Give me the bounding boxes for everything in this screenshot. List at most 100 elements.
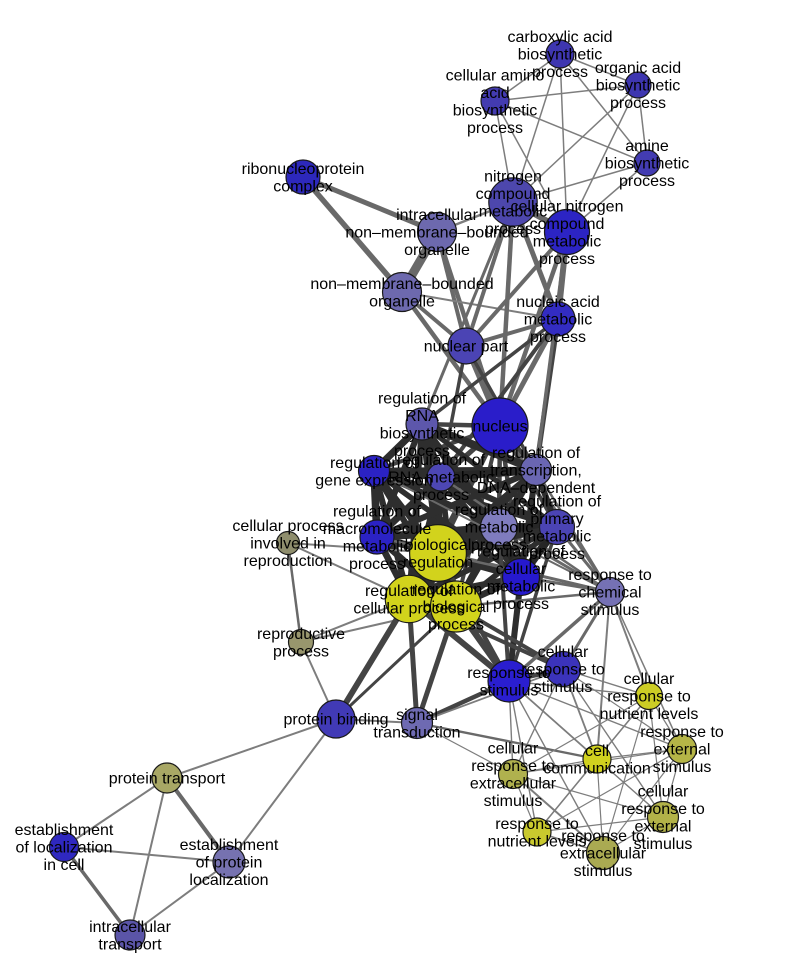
svg-text:biosynthetic: biosynthetic (596, 78, 681, 95)
svg-text:carboxylic acid: carboxylic acid (508, 29, 613, 46)
svg-text:ribonucleoprotein: ribonucleoprotein (242, 161, 365, 178)
svg-text:cell: cell (585, 743, 609, 760)
svg-text:non–membrane–bounded: non–membrane–bounded (345, 225, 528, 242)
svg-text:process: process (539, 251, 595, 268)
svg-text:biological: biological (405, 537, 472, 554)
svg-text:RNA metabolic: RNA metabolic (388, 470, 494, 487)
svg-text:regulation of: regulation of (333, 503, 422, 520)
svg-text:compound: compound (476, 186, 551, 203)
svg-text:transduction: transduction (373, 724, 460, 741)
svg-text:communication: communication (543, 760, 651, 777)
svg-text:biological: biological (423, 599, 490, 616)
svg-text:nutrient levels: nutrient levels (488, 833, 587, 850)
svg-text:cellular: cellular (638, 783, 689, 800)
svg-text:cellular amino: cellular amino (446, 67, 545, 84)
svg-text:protein binding: protein binding (284, 712, 389, 729)
svg-text:regulation of: regulation of (397, 452, 486, 469)
svg-text:nucleic acid: nucleic acid (516, 294, 600, 311)
svg-text:process: process (467, 120, 523, 137)
svg-text:establishment: establishment (15, 822, 114, 839)
svg-text:cellular process: cellular process (353, 600, 464, 617)
svg-text:process: process (349, 556, 405, 573)
svg-text:stimulus: stimulus (484, 793, 543, 810)
svg-text:response to: response to (521, 662, 605, 679)
svg-text:chemical: chemical (578, 585, 641, 602)
svg-text:metabolic: metabolic (523, 528, 591, 545)
svg-text:response to: response to (495, 816, 579, 833)
svg-text:process: process (394, 443, 450, 460)
svg-text:cellular process: cellular process (232, 518, 343, 535)
svg-text:cellular: cellular (488, 740, 539, 757)
svg-text:external: external (635, 818, 692, 835)
svg-text:primary: primary (530, 511, 583, 528)
svg-text:biosynthetic: biosynthetic (380, 425, 465, 442)
svg-text:metabolic: metabolic (533, 233, 601, 250)
svg-text:response to: response to (621, 801, 705, 818)
svg-text:establishment: establishment (180, 837, 279, 854)
svg-text:DNA–dependent: DNA–dependent (477, 480, 596, 497)
svg-text:organelle: organelle (369, 293, 435, 310)
svg-text:nuclear part: nuclear part (424, 339, 509, 356)
svg-text:cellular nitrogen: cellular nitrogen (511, 198, 624, 215)
svg-text:process: process (273, 643, 329, 660)
svg-text:process: process (619, 173, 675, 190)
svg-text:nucleus: nucleus (472, 419, 527, 436)
svg-text:external: external (654, 742, 711, 759)
svg-text:process: process (471, 537, 527, 554)
svg-text:macromolecule: macromolecule (323, 521, 432, 538)
svg-text:nitrogen: nitrogen (484, 168, 542, 185)
svg-text:process: process (493, 596, 549, 613)
svg-text:RNA: RNA (405, 408, 439, 425)
svg-text:process: process (485, 221, 541, 238)
svg-text:process: process (532, 64, 588, 81)
svg-text:localization: localization (189, 872, 268, 889)
svg-text:regulation of: regulation of (365, 583, 454, 600)
svg-text:gene expression: gene expression (315, 472, 432, 489)
svg-text:intracellular: intracellular (89, 919, 171, 936)
svg-text:transport: transport (98, 936, 162, 953)
svg-text:metabolic: metabolic (524, 312, 592, 329)
svg-text:stimulus: stimulus (574, 863, 633, 880)
svg-text:protein transport: protein transport (109, 771, 226, 788)
svg-text:cellular: cellular (496, 561, 547, 578)
svg-text:stimulus: stimulus (581, 602, 640, 619)
svg-text:nutrient levels: nutrient levels (600, 706, 699, 723)
svg-text:extracellular: extracellular (560, 846, 647, 863)
svg-text:process: process (610, 95, 666, 112)
svg-text:regulation of: regulation of (513, 493, 602, 510)
svg-text:regulation of: regulation of (378, 390, 467, 407)
svg-text:metabolic: metabolic (479, 203, 547, 220)
svg-text:response to: response to (471, 758, 555, 775)
svg-text:amine: amine (625, 138, 669, 155)
svg-text:complex: complex (273, 178, 333, 195)
svg-text:organic acid: organic acid (595, 60, 681, 77)
svg-text:process: process (413, 487, 469, 504)
svg-text:in cell: in cell (44, 857, 85, 874)
svg-text:involved in: involved in (250, 536, 326, 553)
svg-text:reproduction: reproduction (244, 553, 333, 570)
svg-text:response to: response to (607, 689, 691, 706)
svg-text:acid: acid (480, 85, 509, 102)
svg-text:reproductive: reproductive (257, 626, 345, 643)
svg-text:regulation: regulation (403, 554, 473, 571)
svg-text:of localization: of localization (16, 840, 113, 857)
svg-text:regulation of: regulation of (330, 455, 419, 472)
svg-text:stimulus: stimulus (653, 759, 712, 776)
svg-text:response to: response to (568, 567, 652, 584)
svg-text:regulation of: regulation of (412, 582, 501, 599)
svg-text:of protein: of protein (196, 855, 263, 872)
svg-text:biosynthetic: biosynthetic (518, 47, 603, 64)
svg-text:stimulus: stimulus (534, 679, 593, 696)
svg-text:regulation of: regulation of (492, 445, 581, 462)
svg-text:signal: signal (396, 707, 438, 724)
svg-text:non–membrane–bounded: non–membrane–bounded (310, 276, 493, 293)
svg-text:metabolic: metabolic (465, 520, 533, 537)
svg-text:metabolic: metabolic (487, 578, 555, 595)
svg-text:cellular: cellular (538, 644, 589, 661)
svg-text:regulation of: regulation of (455, 502, 544, 519)
svg-text:transcription,: transcription, (490, 463, 582, 480)
svg-text:organelle: organelle (404, 242, 470, 259)
svg-text:stimulus: stimulus (480, 682, 539, 699)
svg-text:extracellular: extracellular (470, 775, 557, 792)
svg-text:biosynthetic: biosynthetic (605, 156, 690, 173)
